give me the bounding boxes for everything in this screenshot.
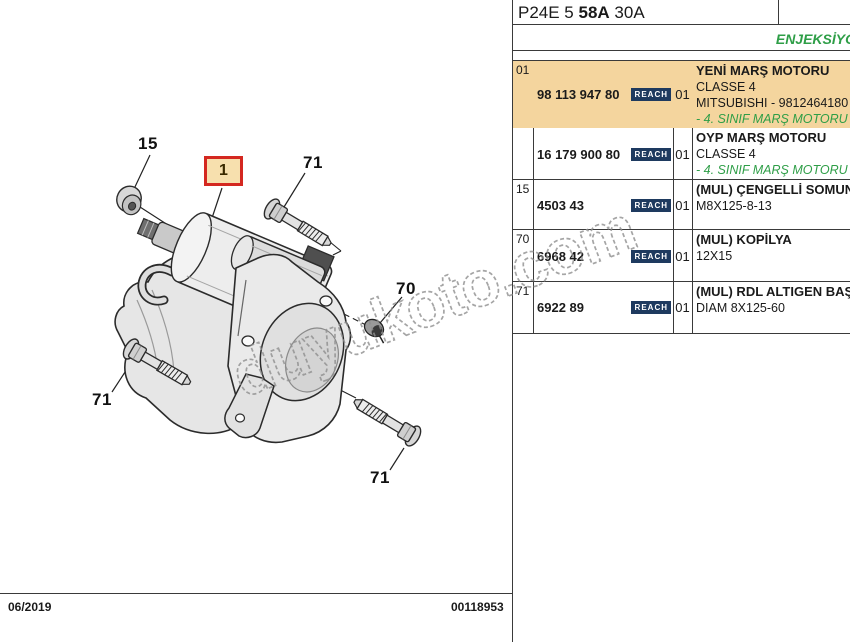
part-class: CLASSE 4 <box>696 147 756 161</box>
part-class: CLASSE 4 <box>696 80 756 94</box>
part-spec: 12X15 <box>696 249 733 263</box>
column-divider <box>673 61 674 333</box>
pin-70 <box>363 318 385 344</box>
description-cell: YENİ MARŞ MOTORU CLASSE 4 MITSUBISHI - 9… <box>696 63 850 127</box>
part-reference-cell[interactable]: 6922 89 REACH <box>537 282 671 332</box>
nut-15 <box>116 185 142 216</box>
parts-table: 01 98 113 947 80 REACH 01 YENİ MARŞ MOTO… <box>513 60 850 334</box>
leader-lines <box>111 154 405 471</box>
diagram-label-71-bottom: 71 <box>370 468 390 487</box>
part-reference[interactable]: 4503 43 <box>537 197 584 213</box>
description-cell: (MUL) KOPİLYA 12X15 <box>696 232 850 264</box>
part-reference-cell[interactable]: 98 113 947 80 REACH <box>537 61 671 128</box>
section-band: ENJEKSİYO <box>513 26 850 51</box>
diagram-label-71-top: 71 <box>303 153 323 172</box>
part-reference-cell[interactable]: 4503 43 REACH <box>537 180 671 230</box>
catalog-code-bold: 58A <box>578 3 610 22</box>
part-row-450343[interactable]: 4503 43 REACH 01 (MUL) ÇENGELLİ SOMUN M8… <box>513 180 850 230</box>
part-reference[interactable]: 6968 42 <box>537 248 584 264</box>
part-index: 01 <box>516 63 530 77</box>
part-spec: M8X125-8-13 <box>696 199 772 213</box>
part-description: (MUL) KOPİLYA <box>696 232 792 247</box>
footer-date: 06/2019 <box>8 600 52 614</box>
exploded-diagram-panel: 15 71 70 71 71 1 06/2019 00118953 <box>0 134 512 614</box>
part-description: (MUL) ÇENGELLİ SOMUN <box>696 182 850 197</box>
part-note: - 4. SINIF MARŞ MOTORU V <box>696 112 850 126</box>
quantity-cell: 01 <box>675 248 690 264</box>
description-cell: (MUL) ÇENGELLİ SOMUN M8X125-8-13 <box>696 182 850 214</box>
part-row-696842[interactable]: 6968 42 REACH 01 (MUL) KOPİLYA 12X15 <box>513 230 850 282</box>
section-label: ENJEKSİYO <box>775 31 850 47</box>
reach-badge[interactable]: REACH <box>630 249 671 263</box>
part-description: (MUL) RDL ALTIGEN BAŞ Vİ <box>696 284 850 299</box>
reach-badge[interactable]: REACH <box>630 88 671 101</box>
part-description: OYP MARŞ MOTORU <box>696 130 827 145</box>
motor-front-bracket <box>224 253 352 444</box>
reach-badge[interactable]: REACH <box>630 147 671 161</box>
part-group-70: 70 6968 42 REACH 01 (MUL) KOPİLYA 12X15 <box>513 230 850 282</box>
part-spec: DIAM 8X125-60 <box>696 301 785 315</box>
part-index: 15 <box>516 182 530 196</box>
header-divider <box>778 0 779 25</box>
quantity-cell: 01 <box>675 87 690 102</box>
highlighted-part-callout-1[interactable]: 1 <box>204 156 243 186</box>
part-row-16179900-80[interactable]: 16 179 900 80 REACH 01 OYP MARŞ MOTORU C… <box>513 128 850 180</box>
part-reference[interactable]: 6922 89 <box>537 299 584 315</box>
diagram-label-71-left: 71 <box>92 390 112 409</box>
catalog-code-suffix: 30A <box>609 3 645 22</box>
footer-divider <box>0 593 512 594</box>
parts-table-panel: P24E 5 58A 30A ENJEKSİYO 01 98 113 947 8… <box>512 0 850 642</box>
part-group-71: 71 6922 89 REACH 01 (MUL) RDL ALTIGEN BA… <box>513 282 850 332</box>
quantity-cell: 01 <box>675 146 690 162</box>
reach-badge[interactable]: REACH <box>630 198 671 212</box>
footer-document-number: 00118953 <box>451 600 504 614</box>
catalog-code-prefix: P24E 5 <box>518 3 579 22</box>
reach-badge[interactable]: REACH <box>630 300 671 314</box>
part-group-15: 15 4503 43 REACH 01 (MUL) ÇENGELLİ SOMUN… <box>513 180 850 230</box>
part-index: 70 <box>516 232 530 246</box>
part-oem-reference: MITSUBISHI - 9812464180 <box>696 96 849 110</box>
part-reference[interactable]: 16 179 900 80 <box>537 146 621 162</box>
quantity-cell: 01 <box>675 197 690 213</box>
part-description: YENİ MARŞ MOTORU <box>696 63 830 78</box>
diagram-label-70: 70 <box>396 279 416 298</box>
part-row-98113947-80[interactable]: 98 113 947 80 REACH 01 YENİ MARŞ MOTORU … <box>513 61 850 128</box>
part-reference[interactable]: 98 113 947 80 <box>537 87 620 102</box>
description-cell: OYP MARŞ MOTORU CLASSE 4 - 4. SINIF MARŞ… <box>696 130 850 178</box>
diagram-label-15: 15 <box>138 134 158 153</box>
catalog-code: P24E 5 58A 30A <box>518 3 645 23</box>
column-divider <box>533 61 534 333</box>
quantity-cell: 01 <box>675 299 690 315</box>
part-reference-cell[interactable]: 6968 42 REACH <box>537 230 671 282</box>
part-group-01: 01 98 113 947 80 REACH 01 YENİ MARŞ MOTO… <box>513 61 850 180</box>
part-note: - 4. SINIF MARŞ MOTORU V <box>696 163 850 177</box>
starter-motor-illustration <box>111 154 425 471</box>
bolt-71-bottom <box>348 390 425 450</box>
part-row-692289[interactable]: 6922 89 REACH 01 (MUL) RDL ALTIGEN BAŞ V… <box>513 282 850 332</box>
part-index: 71 <box>516 284 530 298</box>
catalog-code-header: P24E 5 58A 30A <box>513 0 850 25</box>
description-cell: (MUL) RDL ALTIGEN BAŞ Vİ DIAM 8X125-60 <box>696 284 850 316</box>
part-reference-cell[interactable]: 16 179 900 80 REACH <box>537 128 671 180</box>
column-divider <box>692 61 693 333</box>
